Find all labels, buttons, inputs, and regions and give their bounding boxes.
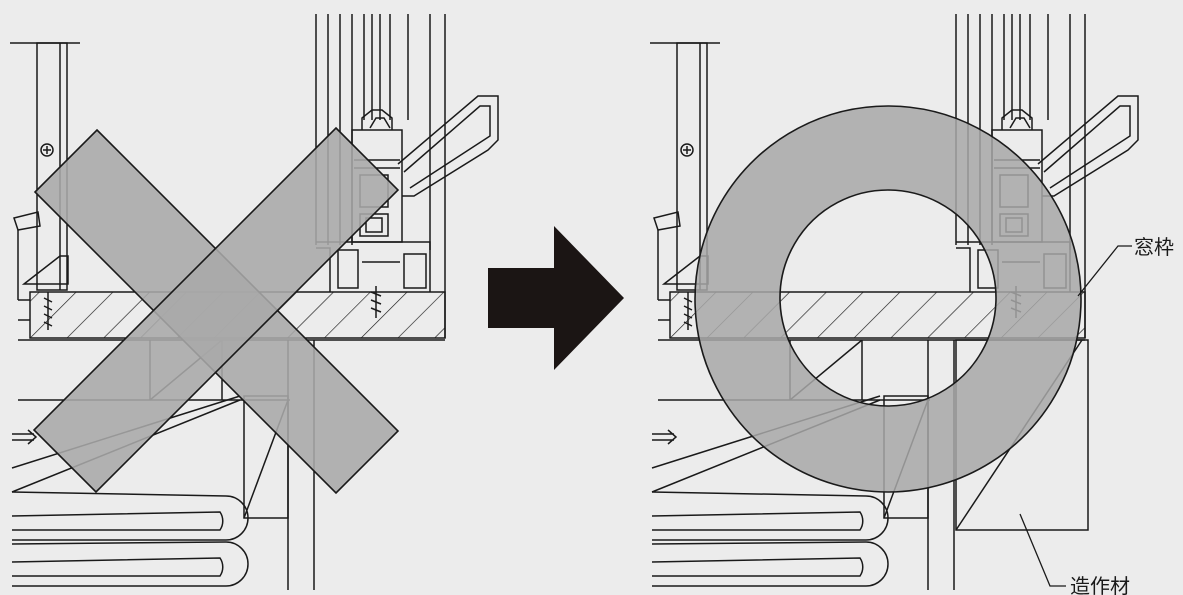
- leader-line-window-frame: [1077, 245, 1132, 297]
- cross-mark: [32, 126, 400, 495]
- right-arrow: [488, 226, 624, 370]
- panel-before: [9, 13, 499, 591]
- circle-mark: [694, 105, 1082, 493]
- panel-after: [649, 13, 1139, 591]
- label-window-frame: 窓枠: [1134, 235, 1174, 259]
- label-built-in-member: 造作材: [1070, 574, 1130, 595]
- leader-line-built-in-member: [1019, 513, 1066, 587]
